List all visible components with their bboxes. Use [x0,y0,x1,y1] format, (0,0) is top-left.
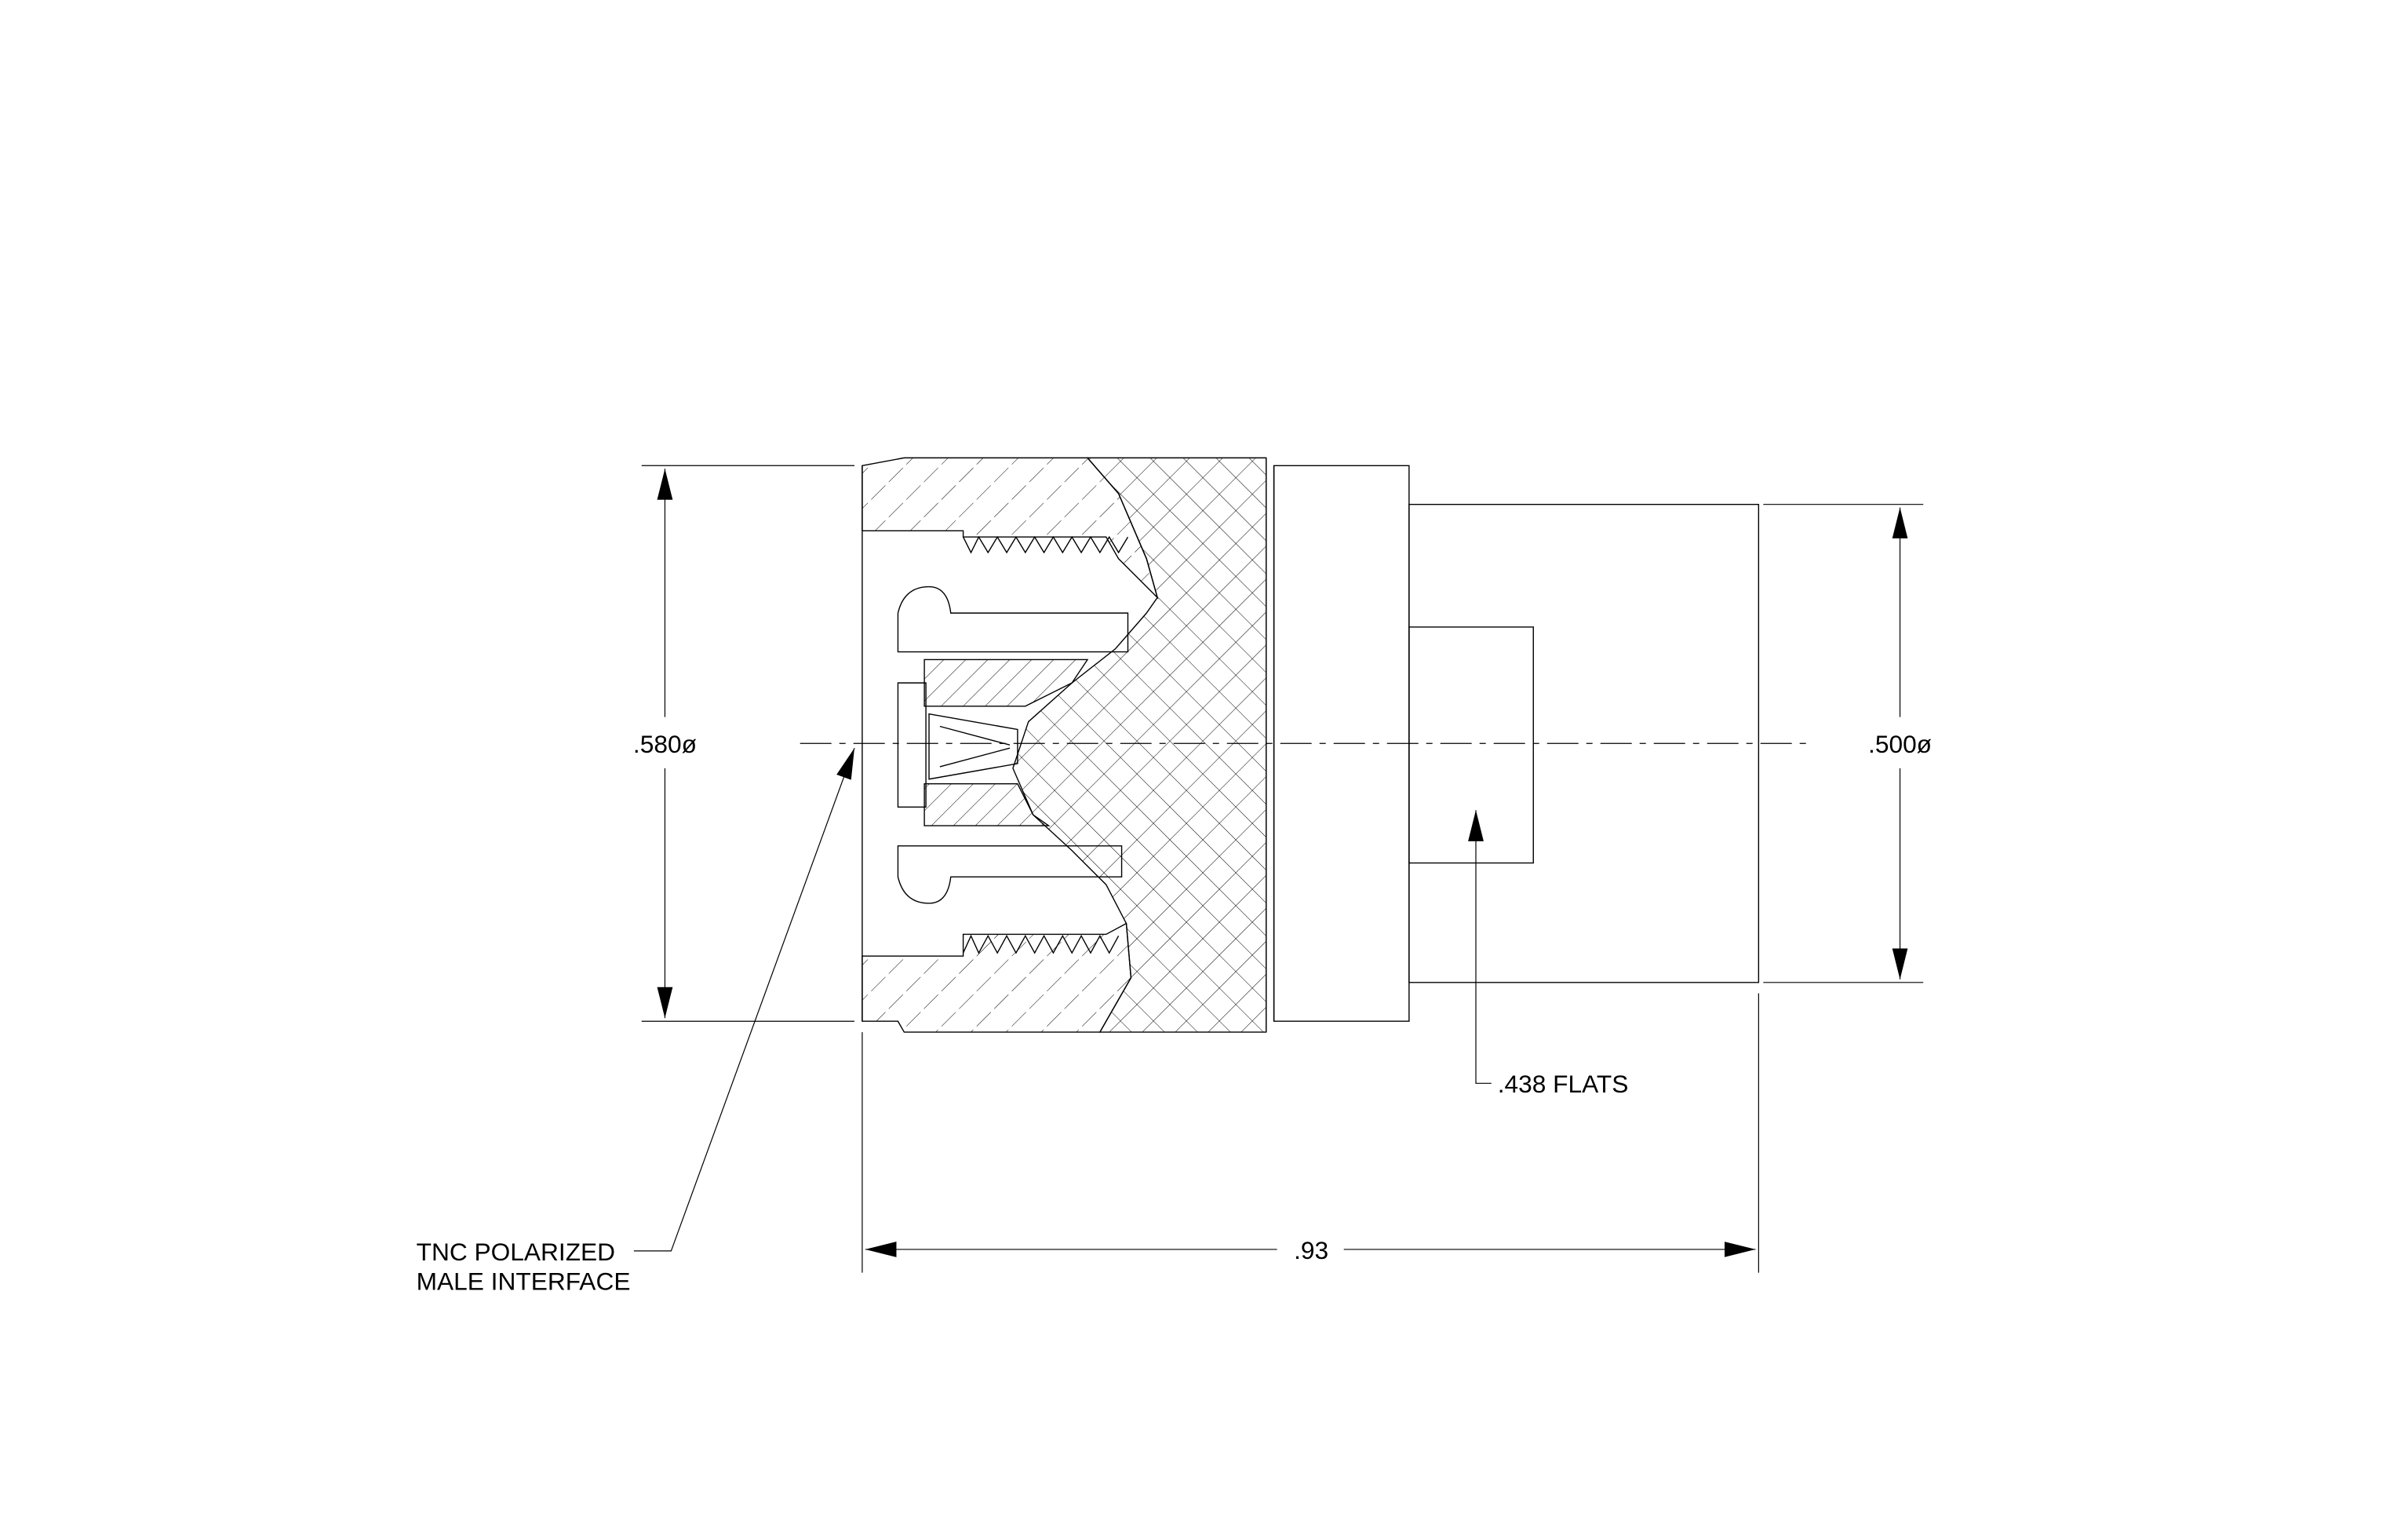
interface-leader [634,748,854,1251]
flats-leader [1468,810,1492,1083]
dim-580-label: .580ø [633,730,697,758]
shell-section-top [862,458,1157,597]
contact-hatch-bottom [924,784,1048,826]
interface-label-line1: TNC POLARIZED [417,1238,615,1266]
dim-500-label: .500ø [1868,730,1932,758]
center-pin [929,714,1018,779]
thread-bottom [964,936,1119,953]
knurled-coupling-nut [1013,458,1266,1032]
flats-label: .438 FLATS [1498,1070,1629,1098]
dimension-labels: .580ø .500ø .93 .438 FLATS TNC POLARIZED… [417,730,1932,1295]
latch-top [898,587,1127,652]
thread-top [964,537,1128,553]
latch-bottom [898,846,1121,903]
wrench-flat [1409,627,1533,863]
contact-hatch-top [924,659,1087,706]
shell-section-bottom [862,924,1131,1032]
connector-body [862,458,1758,1032]
dim-93-label: .93 [1294,1236,1328,1264]
interface-label-line2: MALE INTERFACE [417,1267,631,1295]
dimensions [634,465,1923,1272]
